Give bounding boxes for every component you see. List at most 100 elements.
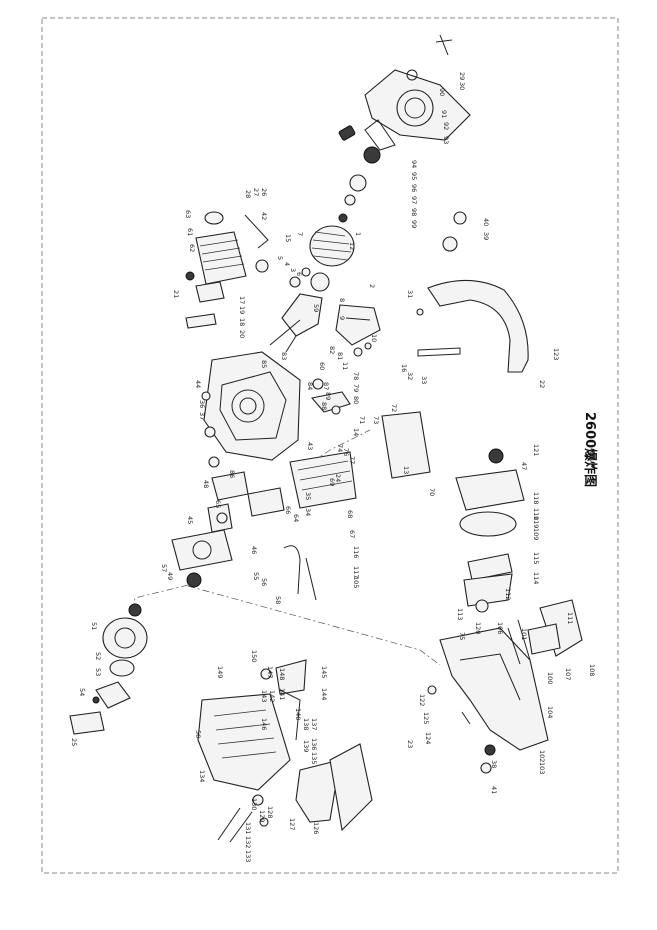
callout-97: 97 bbox=[410, 196, 418, 204]
callout-70: 70 bbox=[428, 488, 436, 496]
callout-71: 71 bbox=[358, 416, 366, 424]
callout-61: 61 bbox=[186, 228, 194, 236]
callout-10: 10 bbox=[370, 334, 378, 342]
callout-72: 72 bbox=[390, 404, 398, 412]
carburetor-group bbox=[171, 471, 317, 601]
callout-122: 122 bbox=[418, 694, 426, 706]
crankcase bbox=[201, 351, 301, 468]
callout-11: 11 bbox=[341, 362, 349, 370]
callout-7: 7 bbox=[296, 232, 304, 236]
callout-105: 105 bbox=[352, 576, 360, 588]
callout-118: 118 bbox=[532, 492, 540, 504]
callout-99: 99 bbox=[410, 220, 418, 228]
callout-75: 75 bbox=[458, 632, 466, 640]
cylinder-group bbox=[185, 211, 269, 329]
callout-8: 8 bbox=[338, 298, 346, 302]
callout-143: 143 bbox=[260, 690, 268, 702]
callout-labels: 1 2 3 4 5 6 7 8 9 10 11 12 13 14 15 16 1… bbox=[70, 72, 596, 862]
callout-136: 136 bbox=[310, 738, 318, 750]
air-filter-cover bbox=[381, 411, 525, 607]
callout-150: 150 bbox=[250, 650, 258, 662]
callout-147: 147 bbox=[266, 666, 274, 678]
callout-112: 112 bbox=[504, 588, 512, 600]
callout-91: 91 bbox=[440, 110, 448, 118]
callout-55: 55 bbox=[252, 572, 260, 580]
callout-43: 43 bbox=[306, 442, 314, 450]
callout-37: 37 bbox=[198, 412, 206, 420]
assembly-line-right bbox=[187, 585, 441, 666]
rear-handle-housing bbox=[427, 599, 583, 774]
callout-22: 22 bbox=[538, 380, 546, 388]
callout-2: 2 bbox=[368, 284, 376, 288]
callout-65: 65 bbox=[214, 500, 222, 508]
callout-12: 12 bbox=[348, 242, 356, 250]
callout-34: 34 bbox=[304, 508, 312, 516]
callout-69: 69 bbox=[328, 478, 336, 486]
callout-113: 113 bbox=[456, 608, 464, 620]
callout-86: 86 bbox=[228, 470, 236, 478]
callout-49: 49 bbox=[166, 572, 174, 580]
callout-87: 87 bbox=[322, 382, 330, 390]
callout-18: 18 bbox=[238, 318, 246, 326]
callout-85: 85 bbox=[260, 360, 268, 368]
recoil-starter bbox=[364, 34, 471, 151]
callout-98: 98 bbox=[410, 208, 418, 216]
callout-104: 104 bbox=[546, 706, 554, 718]
callout-119: 119 bbox=[532, 516, 540, 528]
callout-83: 83 bbox=[280, 352, 288, 360]
callout-139: 139 bbox=[302, 740, 310, 752]
callout-124: 124 bbox=[424, 732, 432, 744]
flywheel-group bbox=[309, 125, 381, 292]
callout-9: 9 bbox=[338, 316, 346, 320]
callout-117: 117 bbox=[352, 566, 360, 578]
callout-67: 67 bbox=[348, 530, 356, 538]
callout-46: 46 bbox=[250, 546, 258, 554]
callout-29: 29 bbox=[458, 72, 466, 80]
callout-106: 106 bbox=[496, 622, 504, 634]
callout-109: 109 bbox=[532, 528, 540, 540]
callout-128: 128 bbox=[266, 806, 274, 818]
sheet-border bbox=[41, 17, 619, 874]
callout-144: 144 bbox=[320, 688, 328, 700]
callout-31: 31 bbox=[406, 290, 414, 298]
callout-21: 21 bbox=[172, 290, 180, 298]
callout-58: 58 bbox=[274, 596, 282, 604]
callout-40: 40 bbox=[482, 218, 490, 226]
callout-111: 111 bbox=[566, 612, 574, 624]
callout-123: 123 bbox=[552, 348, 560, 360]
callout-54: 54 bbox=[78, 688, 86, 696]
callout-39: 39 bbox=[482, 232, 490, 240]
callout-52: 52 bbox=[94, 652, 102, 660]
fuel-oil-tank bbox=[289, 378, 357, 509]
callout-131: 131 bbox=[244, 822, 252, 834]
callout-95: 95 bbox=[410, 172, 418, 180]
callout-5: 5 bbox=[276, 256, 284, 260]
callout-148: 148 bbox=[278, 668, 286, 680]
callout-24: 24 bbox=[334, 474, 342, 482]
assembly-line-top bbox=[299, 429, 371, 471]
callout-42: 42 bbox=[260, 212, 268, 220]
callout-127: 127 bbox=[288, 818, 296, 830]
callout-32: 32 bbox=[406, 372, 414, 380]
callout-15: 15 bbox=[284, 234, 292, 242]
callout-146: 146 bbox=[260, 718, 268, 730]
callout-81: 81 bbox=[336, 352, 344, 360]
callout-28: 28 bbox=[244, 190, 252, 198]
callout-63: 63 bbox=[184, 210, 192, 218]
clutch-cover bbox=[335, 304, 381, 357]
callout-116: 116 bbox=[352, 546, 360, 558]
callout-17: 17 bbox=[238, 296, 246, 304]
side-cover-and-brake bbox=[197, 659, 373, 843]
callout-33: 33 bbox=[420, 376, 428, 384]
callout-68: 68 bbox=[346, 510, 354, 518]
callout-96: 96 bbox=[410, 184, 418, 192]
callout-25: 25 bbox=[70, 738, 78, 746]
callout-130: 130 bbox=[250, 798, 258, 810]
callout-103: 103 bbox=[538, 762, 546, 774]
callout-23: 23 bbox=[406, 740, 414, 748]
callout-60: 60 bbox=[318, 362, 326, 370]
callout-129: 129 bbox=[258, 810, 266, 822]
callout-56: 56 bbox=[260, 578, 268, 586]
callout-142: 142 bbox=[268, 690, 276, 702]
